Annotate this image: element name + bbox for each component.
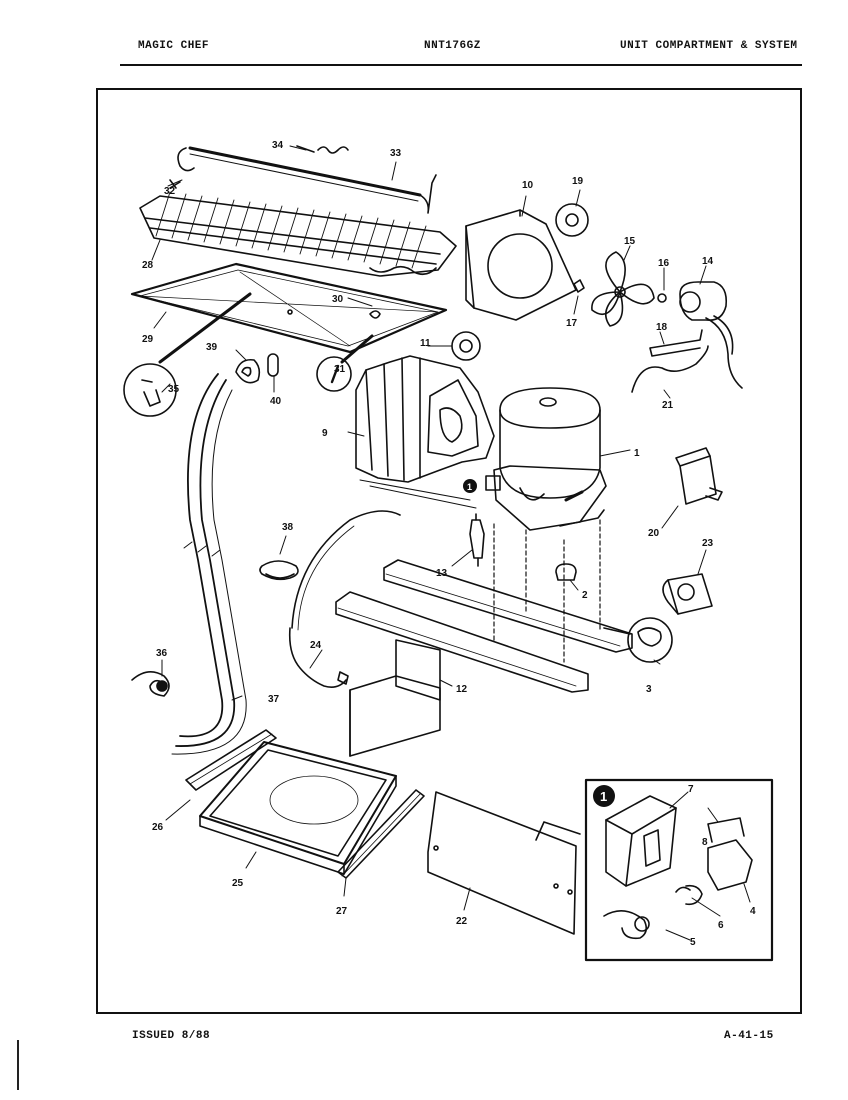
washer-16 [657,293,667,303]
callout-labels: 1 2 3 4 5 6 7 8 9 10 11 12 13 14 15 16 1… [142,140,756,948]
svg-text:1: 1 [467,482,472,492]
callout-14: 14 [702,256,714,267]
grommet-19 [555,203,589,237]
callout-16: 16 [658,258,670,269]
detail-circle-31 [316,356,352,392]
mounting-guide-lines [493,519,601,663]
callout-40: 40 [270,396,282,407]
callout-12: 12 [456,684,468,695]
condenser-tube-group [169,145,437,214]
nut-17 [573,279,585,293]
marker-1-compressor: 1 [463,479,477,493]
callout-38: 38 [282,522,294,533]
header-rule [120,64,802,66]
grommet-39 [235,358,261,384]
callout-18: 18 [656,322,668,333]
callout-23: 23 [702,538,714,549]
callout-6: 6 [718,920,724,931]
callout-37: 37 [268,694,280,705]
fan-blade-15 [591,251,655,327]
callout-33: 33 [390,148,402,159]
callout-19: 19 [572,176,584,187]
callout-36: 36 [156,648,168,659]
callout-4: 4 [750,906,756,917]
drain-pan-25 [199,741,397,875]
callout-10: 10 [522,180,534,191]
fan-shroud-10 [465,209,577,321]
sensing-wire-34 [317,146,349,154]
grommet-11 [451,331,481,361]
page-code: A-41-15 [724,1030,774,1042]
wire-21 [631,345,709,393]
callout-7: 7 [688,784,694,795]
strap-38 [259,560,299,581]
grommet-2 [555,563,577,581]
base-rails-12 [335,559,633,757]
svg-text:1: 1 [600,789,607,804]
callout-34: 34 [272,140,284,151]
callout-20: 20 [648,528,660,539]
detail-circle-35 [123,363,177,417]
access-panel-22 [427,791,581,935]
callout-32: 32 [164,186,176,197]
harness-wire [291,510,401,629]
grommet-40 [267,353,279,377]
condenser-coil-28 [139,191,457,277]
callout-5: 5 [690,937,696,948]
overload-relay-20 [675,447,723,505]
callout-24: 24 [310,640,322,651]
marker-1-inset: 1 [593,785,615,807]
wire-24 [288,627,347,688]
callout-17: 17 [566,318,578,329]
callout-31: 31 [334,364,346,375]
callout-13: 13 [436,568,448,579]
clip-30 [369,310,381,319]
bracket-18 [649,329,703,357]
callout-3: 3 [646,684,652,695]
brand-label: MAGIC CHEF [138,40,210,52]
scan-edge-mark [17,1040,19,1090]
callout-11: 11 [420,338,431,349]
clip-36 [131,671,170,697]
callout-26: 26 [152,822,164,833]
rail-26 [185,729,277,791]
shroud-9 [355,355,495,509]
callout-22: 22 [456,916,468,927]
section-title: UNIT COMPARTMENT & SYSTEM [620,40,798,52]
model-number: NNT176GZ [424,40,481,52]
callout-27: 27 [336,906,348,917]
drier-13 [469,519,485,559]
callout-21: 21 [662,400,674,411]
callout-8: 8 [702,837,708,848]
capacitor-23 [662,573,713,615]
compressor-1 [485,387,607,531]
drain-tube-37 [171,373,247,755]
detail-circle-3 [627,617,673,663]
rail-27 [337,789,425,879]
inset-box [584,778,774,962]
diagram-frame [96,88,802,1014]
inset-parts [603,795,753,940]
condenser-pan-29 [130,262,448,354]
fan-motor-14 [679,281,743,389]
issued-date: ISSUED 8/88 [132,1030,211,1042]
callout-25: 25 [232,878,244,889]
callout-28: 28 [142,260,154,271]
callout-15: 15 [624,236,636,247]
callout-2: 2 [582,590,588,601]
callout-9: 9 [322,428,328,439]
callout-39: 39 [206,342,218,353]
callout-29: 29 [142,334,154,345]
callout-30: 30 [332,294,344,305]
leader-lines [151,145,751,941]
callout-35: 35 [168,384,180,395]
callout-1: 1 [634,448,640,459]
